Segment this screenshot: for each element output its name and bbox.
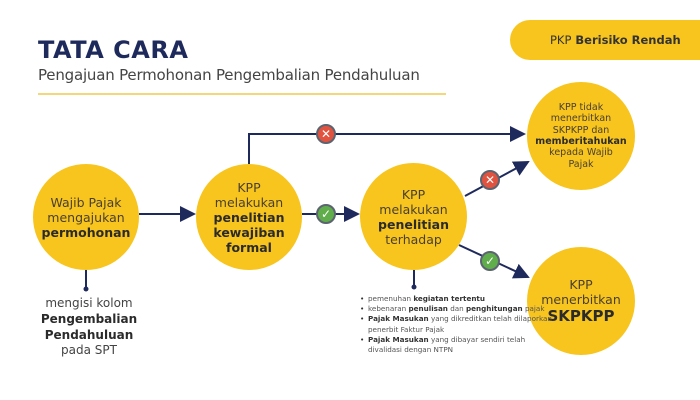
title-divider <box>38 93 446 95</box>
node-text-bold: penelitian <box>213 209 285 225</box>
node-text: KPP tidak <box>558 101 604 113</box>
step1-note-dot <box>83 286 89 292</box>
node-text: melakukan <box>379 201 448 217</box>
node-text-bold: formal <box>226 239 272 255</box>
node-text: KPP <box>237 179 261 195</box>
node-text-bold: SKPKPP <box>547 307 615 325</box>
step3-checklist: pemenuhan kegiatan tertentu kebenaran pe… <box>360 294 560 355</box>
node-step1-application: Wajib Pajak mengajukan permohonan <box>33 164 139 270</box>
note-text: mengisi kolom <box>45 296 133 310</box>
checklist-item: Pajak Masukan yang dibayar sendiri telah… <box>360 335 560 355</box>
page-subtitle: Pengajuan Permohonan Pengembalian Pendah… <box>38 66 420 84</box>
node-text-bold: penelitian <box>378 216 449 232</box>
checklist-item: kebenaran penulisan dan penghitungan paj… <box>360 304 560 314</box>
page-title: TATA CARA <box>38 36 189 64</box>
node-text: melakukan <box>214 194 284 210</box>
node-step3-material-review: KPP melakukan penelitian terhadap <box>360 163 467 270</box>
note-text-bold: Pengembalian <box>40 311 138 326</box>
approve-badge-icon: ✓ <box>316 204 336 224</box>
node-text: terhadap <box>385 231 442 247</box>
node-text: mengajukan <box>47 209 125 225</box>
category-pill: PKP Berisiko Rendah <box>510 20 700 60</box>
node-text-bold: kewajiban <box>213 224 285 240</box>
node-text-bold: permohonan <box>41 224 131 240</box>
node-approve-outcome: KPP menerbitkan SKPKPP <box>527 247 635 355</box>
checklist-item: Pajak Masukan yang dikreditkan telah dil… <box>360 314 560 334</box>
note-text: pada SPT <box>61 343 117 358</box>
reject-badge-icon: ✕ <box>480 170 500 190</box>
node-text-bold: memberitahukan <box>535 136 627 147</box>
node-text: Pajak <box>568 158 594 170</box>
node-text: menerbitkan <box>541 292 621 307</box>
category-prefix: PKP <box>550 33 572 47</box>
category-label: Berisiko Rendah <box>575 33 681 47</box>
reject-badge-icon: ✕ <box>316 124 336 144</box>
arrow-step2-to-reject <box>248 126 526 164</box>
node-text: kepada Wajib <box>549 147 613 159</box>
node-text: KPP <box>401 186 426 202</box>
step1-note: mengisi kolom Pengembalian Pendahuluan p… <box>30 296 148 359</box>
checklist-item: pemenuhan kegiatan tertentu <box>360 294 560 304</box>
step3-note-dot <box>411 284 417 290</box>
node-reject-outcome: KPP tidak menerbitkan SKPKPP dan memberi… <box>527 82 635 190</box>
node-text: menerbitkan <box>550 113 612 125</box>
note-text-bold: Pendahuluan <box>44 327 134 342</box>
node-text: KPP <box>569 277 593 292</box>
approve-badge-icon: ✓ <box>480 251 500 271</box>
node-text: SKPKPP dan <box>552 124 610 136</box>
node-text: Wajib Pajak <box>50 194 122 210</box>
node-step2-formal-review: KPP melakukan penelitian kewajiban forma… <box>196 164 302 270</box>
